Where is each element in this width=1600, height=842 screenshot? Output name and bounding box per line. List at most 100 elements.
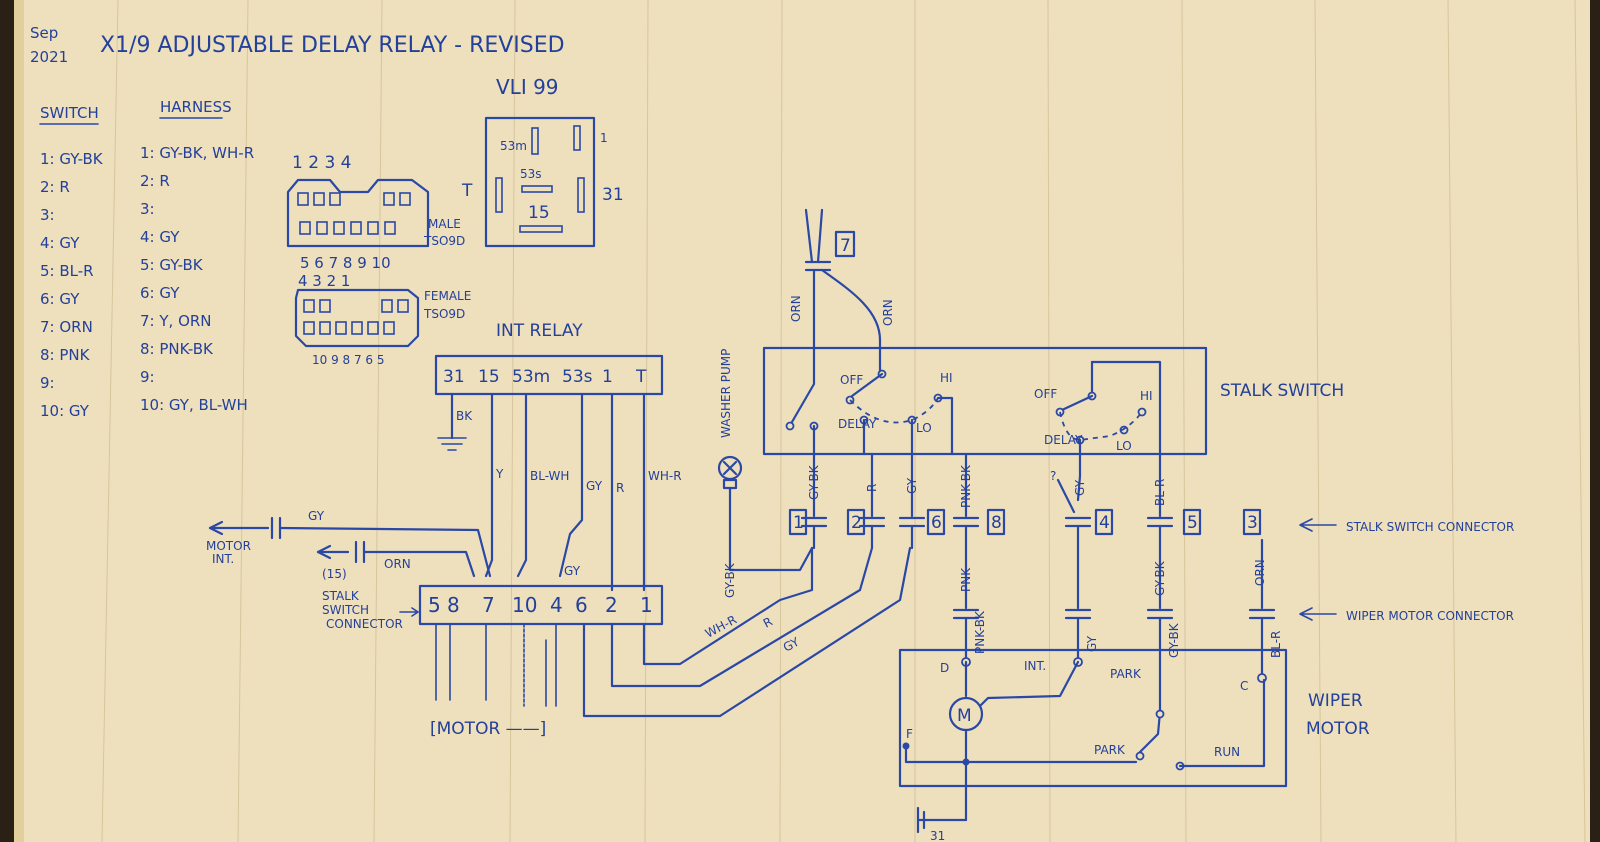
harness-header: HARNESS — [160, 98, 232, 116]
stalk-pos-lo: LO — [916, 421, 932, 435]
switch-header: SWITCH — [40, 104, 99, 122]
bus-pin-number: 3 — [1247, 513, 1258, 533]
wiper-motor-title-2: MOTOR — [1306, 719, 1370, 739]
female-label-1: FEMALE — [424, 289, 471, 303]
wiper-motor: D INT. PARK C F PNK-BK GY GY-BK BL-R M P… — [898, 610, 1370, 842]
bus-wire-pnk-low: PNK — [959, 567, 973, 592]
bus-pin-box: 2 — [846, 508, 866, 536]
female-bottom-pins: 10 9 8 7 6 5 — [312, 353, 385, 367]
bus-pin-box: 3 — [1242, 508, 1262, 536]
switch-pin-row: 1: GY-BK — [40, 150, 104, 168]
date-line-1: Sep — [30, 24, 58, 42]
motor-wire-bl-r: BL-R — [1269, 631, 1283, 658]
bus-pin-box: 5 — [1182, 508, 1202, 536]
switch-pin-row: 9: — [40, 374, 55, 392]
harness-pin-row: 6: GY — [140, 284, 180, 302]
bus-pin-number: 5 — [1187, 513, 1198, 533]
int-relay-wire-gy: GY — [586, 479, 603, 493]
vli-pin-t: T — [461, 181, 473, 201]
ground-label-31: 31 — [930, 829, 945, 842]
motor-term-c: C — [1240, 679, 1248, 693]
female-label-2: TSO9D — [423, 307, 465, 321]
wiper-motor-title-1: WIPER — [1308, 691, 1363, 711]
motor-wire-gy: GY — [1085, 635, 1099, 652]
vli-pin-1: 1 — [600, 131, 608, 145]
bus-pin-number: 2 — [851, 513, 862, 533]
stalk-connector-label-1: STALK — [322, 589, 360, 603]
harness-pin-row: 8: PNK-BK — [140, 340, 214, 358]
bus-pin-box: 6 — [926, 508, 946, 536]
bus-wire-gy-bk-low: GY-BK — [1153, 560, 1167, 596]
int-relay-pin: 53s — [562, 367, 593, 387]
female-top-pins: 4 3 2 1 — [298, 272, 350, 290]
bus-pin-number: 4 — [1099, 513, 1110, 533]
male-top-pins: 1 2 3 4 — [292, 153, 351, 173]
int-relay-pin: 31 — [443, 367, 465, 387]
bus-question: ? — [1050, 469, 1056, 483]
stalk-connector-pin: 2 — [605, 593, 618, 617]
vli-pin-15: 15 — [528, 203, 550, 223]
int-relay-wire-wh-r: WH-R — [648, 469, 682, 483]
ruled-lines — [101, 0, 1586, 842]
pin-table: SWITCH HARNESS 1: GY-BK2: R3:4: GY5: BL-… — [39, 98, 254, 420]
stalk-connector-pin: 4 — [550, 593, 563, 617]
female-connector: 4 3 2 1 FEMALE TSO9D 10 9 8 7 6 5 — [294, 272, 471, 367]
washer-wire: GY-BK — [723, 562, 737, 598]
harness-pin-row: 3: — [140, 200, 155, 218]
int-relay-title: INT RELAY — [496, 321, 583, 341]
bus-wire-gy: GY — [905, 477, 919, 494]
stalk-connector-pin: 6 — [575, 593, 588, 617]
male-label-2: TSO9D — [423, 234, 465, 248]
motor-int-label-2: INT. — [212, 552, 234, 566]
switch-pin-row: 4: GY — [40, 234, 80, 252]
feed-pin-15: (15) — [322, 567, 347, 581]
harness-pin-row: 5: GY-BK — [140, 256, 204, 274]
motor-term-f: F — [906, 727, 913, 741]
int-relay-pin: T — [635, 367, 647, 387]
switch-pin-row: 10: GY — [40, 402, 90, 420]
date-line-2: 2021 — [30, 48, 68, 66]
page-title: X1/9 ADJUSTABLE DELAY RELAY - REVISED — [100, 33, 565, 58]
vli-pin-53s: 53s — [520, 167, 542, 181]
left-feeds: MOTOR INT. GY (15) ORN STALK SWITCH CONN… — [206, 509, 912, 739]
switch-pin-row: 8: PNK — [40, 346, 91, 364]
paper-spine — [14, 0, 24, 842]
stalk-switch-connector-note: STALK SWITCH CONNECTOR — [1346, 520, 1514, 534]
stalk-pin7-box: 7 — [840, 236, 851, 256]
bus-pin-box: 4 — [1094, 508, 1114, 536]
male-bottom-pins: 5 6 7 8 9 10 — [300, 254, 391, 272]
bus-pin-box: 8 — [986, 508, 1006, 536]
stalk-connector-pin: 7 — [482, 593, 495, 617]
feed-wire-gy-4: GY — [564, 564, 581, 578]
motor-term-int: INT. — [1024, 659, 1046, 673]
bus-wire-bl-r: BL-R — [1153, 479, 1167, 506]
stalk-pos-delay-2: DELAY — [1044, 433, 1083, 447]
int-relay-wire-r: R — [616, 481, 624, 495]
motor-wire-gy-bk: GY-BK — [1167, 622, 1181, 658]
vli99-relay: VLI 99 53m 1 53s T 31 15 — [461, 75, 624, 248]
bus-pin-number: 8 — [991, 513, 1002, 533]
harness-pin-row: 7: Y, ORN — [140, 312, 212, 330]
stalk-pos-delay: DELAY — [838, 417, 877, 431]
washer-pump: WASHER PUMP GY-BK — [717, 349, 814, 598]
stalk-switch: 7 ORN ORN OFF DELAY LO HI — [762, 208, 1344, 456]
bus-wire-pnk-bk: PNK-BK — [959, 464, 973, 508]
stalk-wire-orn-b: ORN — [881, 299, 895, 326]
motor-sw-run: RUN — [1214, 745, 1240, 759]
harness-pin-row: 2: R — [140, 172, 170, 190]
vli-pin-53m: 53m — [500, 139, 527, 153]
paper-sheet — [14, 0, 1590, 842]
stalk-connector-pin: 8 — [447, 593, 460, 617]
stalk-pos-hi-2: HI — [1140, 389, 1153, 403]
stalk-connector-label-2: SWITCH — [322, 603, 369, 617]
stalk-switch-title: STALK SWITCH — [1220, 381, 1344, 401]
bus-wire-r: R — [865, 484, 879, 492]
int-relay-wire-bk: BK — [456, 409, 473, 423]
wiper-motor-connector-note: WIPER MOTOR CONNECTOR — [1346, 609, 1514, 623]
motor-term-park: PARK — [1110, 667, 1142, 681]
male-label-1: MALE — [428, 217, 461, 231]
feed-wire-orn: ORN — [384, 557, 411, 571]
